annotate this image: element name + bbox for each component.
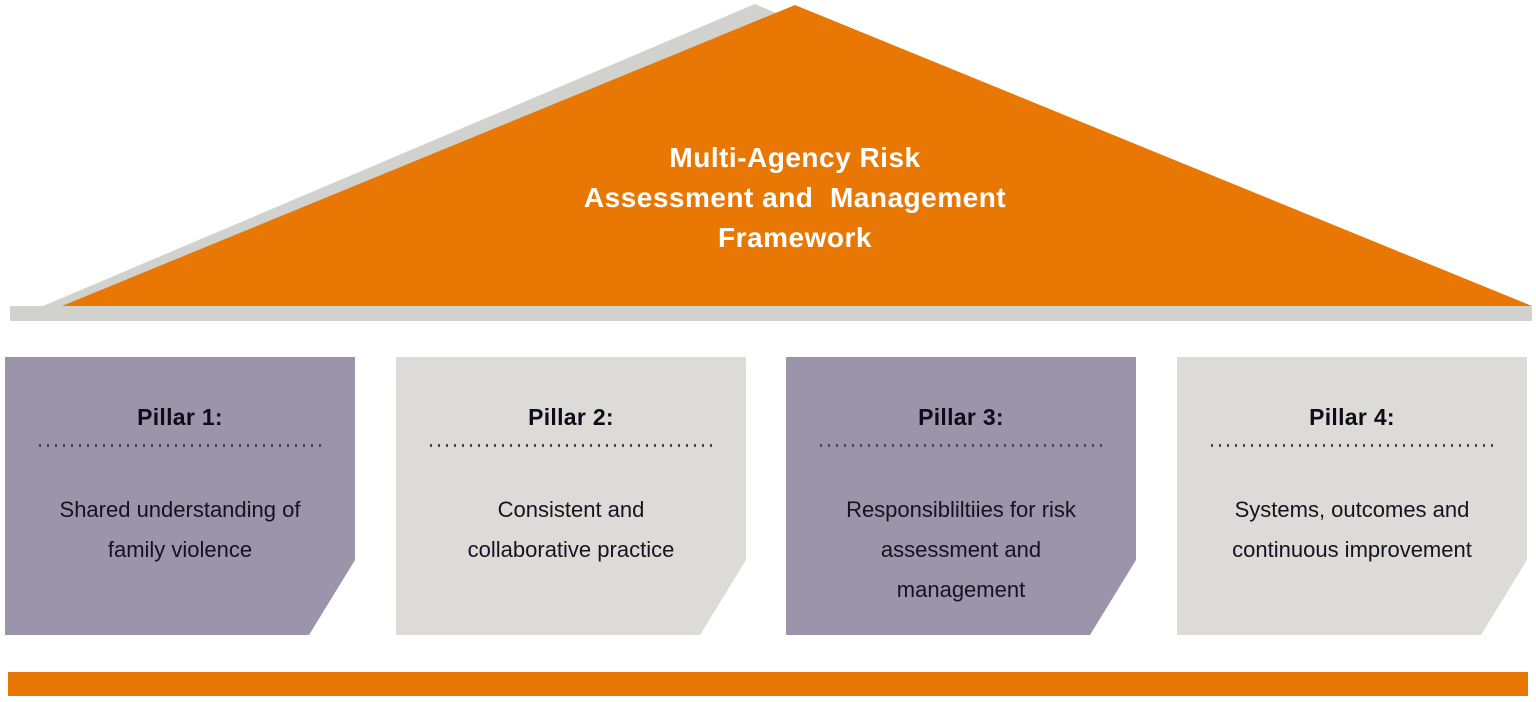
base-bar [8, 672, 1528, 696]
pillar-2-dotted-divider [430, 444, 712, 447]
roof-triangle [62, 5, 1532, 306]
pillar-1-label: Pillar 1: [137, 404, 223, 430]
roof-shadow-base [10, 306, 1532, 321]
pillar-card-3: Pillar 3: Responsibliltiies for risk ass… [786, 357, 1136, 635]
pillar-3-description: Responsibliltiies for risk assessment an… [846, 497, 1076, 602]
pillar-card-4: Pillar 4: Systems, outcomes and continuo… [1177, 357, 1527, 635]
pillar-1-dotted-divider [39, 444, 321, 447]
pillar-4-label: Pillar 4: [1309, 404, 1395, 430]
pillar-3-label: Pillar 3: [918, 404, 1004, 430]
pillar-4-dotted-divider [1211, 444, 1493, 447]
pillar-2-label: Pillar 2: [528, 404, 614, 430]
pillar-4-description: Systems, outcomes and continuous improve… [1232, 497, 1472, 562]
pillar-2-description: Consistent and collaborative practice [467, 497, 675, 562]
pillar-3-dotted-divider [820, 444, 1102, 447]
pillar-1-description: Shared understanding of family violence [59, 497, 301, 562]
pillar-card-2: Pillar 2: Consistent and collaborative p… [396, 357, 746, 635]
roof-title: Multi-Agency Risk Assessment and Managem… [583, 142, 1007, 253]
pillars-row: Pillar 1: Shared understanding of family… [0, 357, 1536, 635]
roof-graphic [10, 4, 1532, 321]
pillar-card-1: Pillar 1: Shared understanding of family… [5, 357, 355, 635]
